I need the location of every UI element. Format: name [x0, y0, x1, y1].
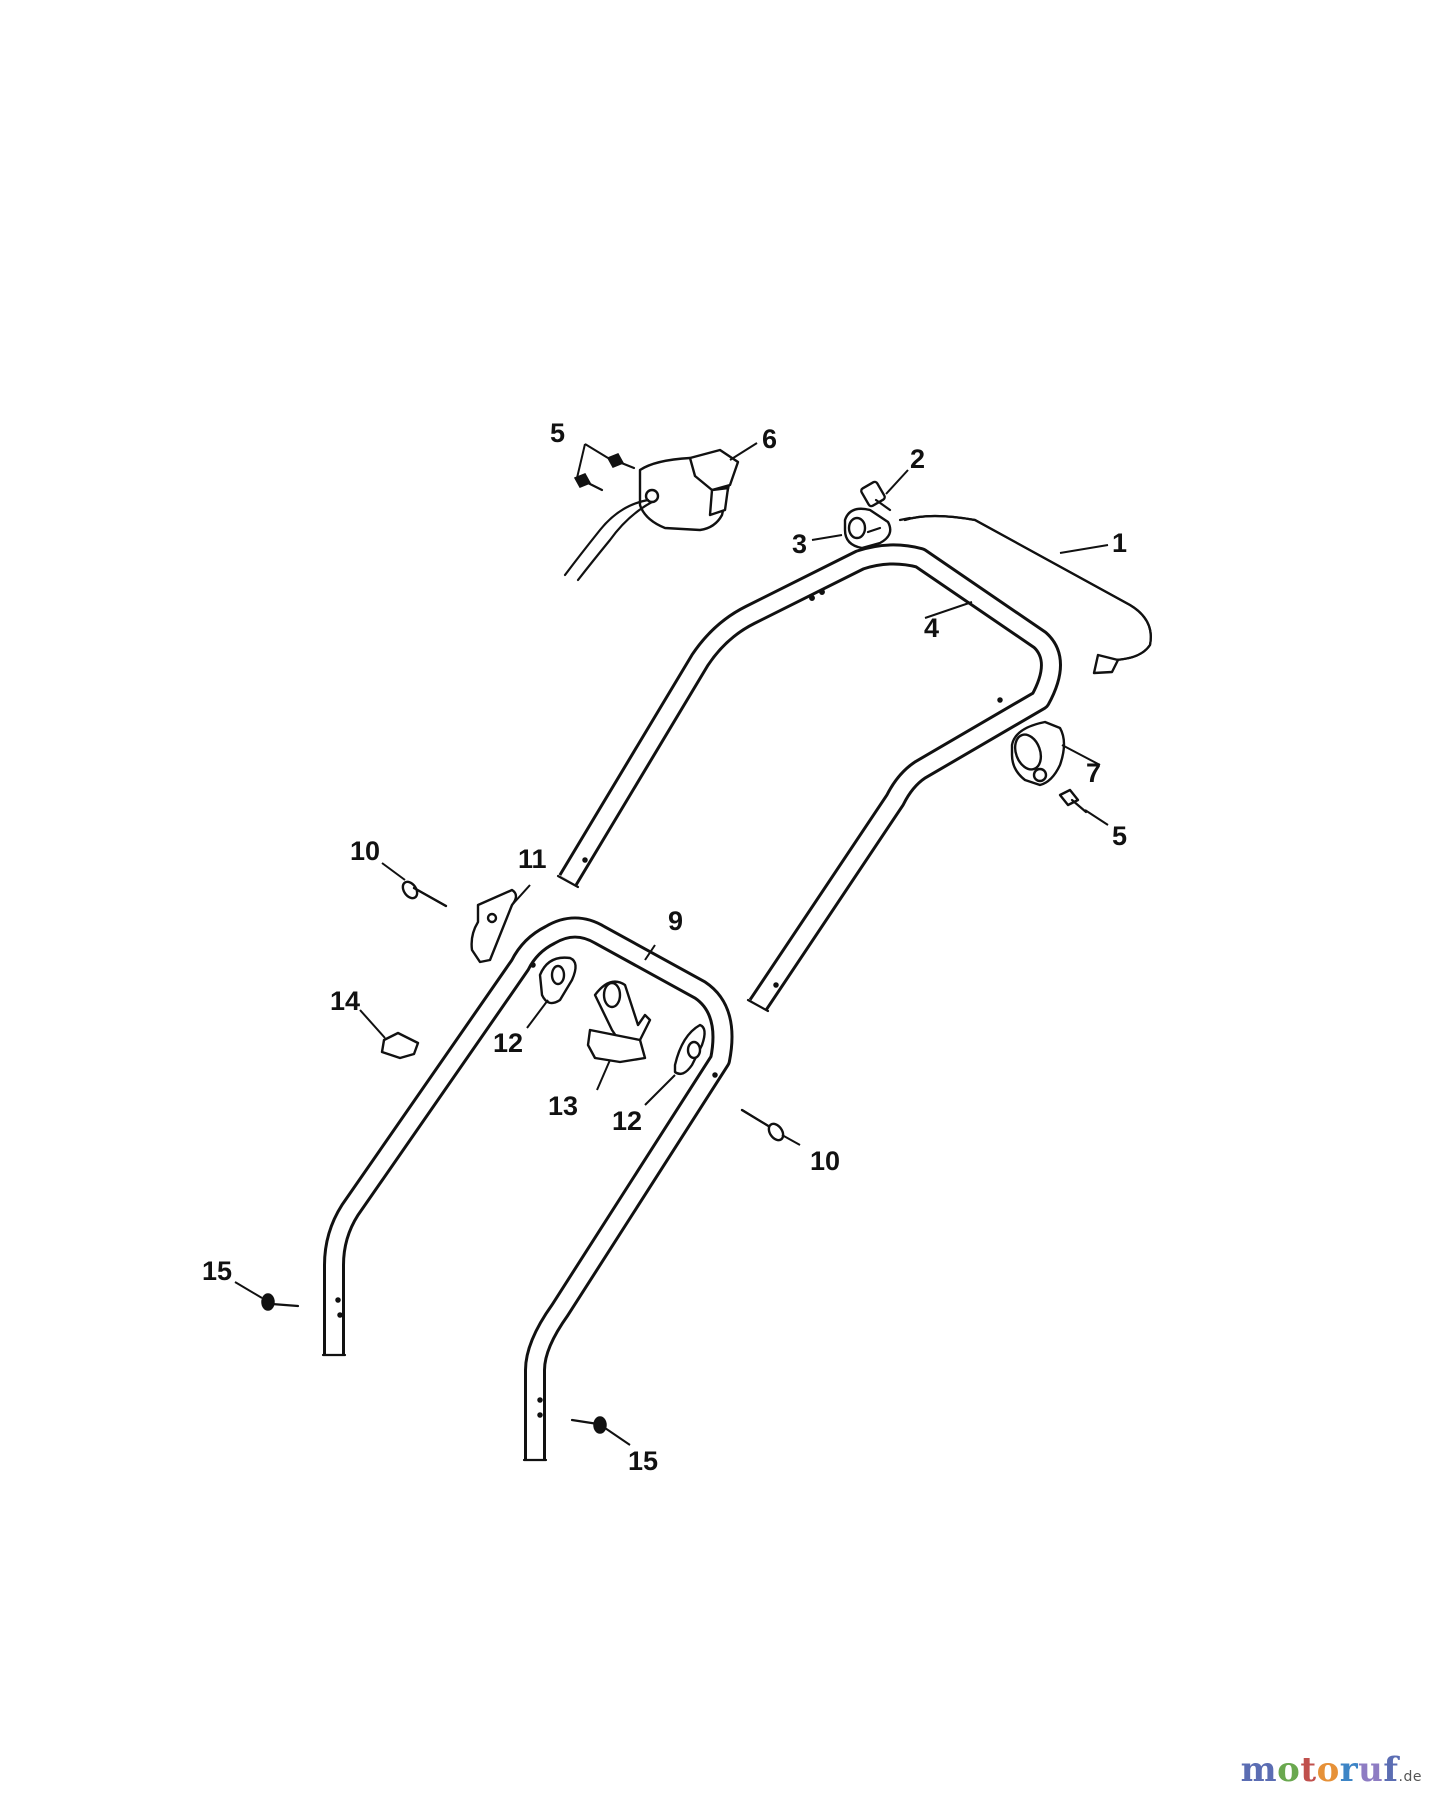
callout-9: 9	[668, 906, 683, 936]
bolt-10-left	[401, 880, 448, 908]
screw-15-left	[261, 1293, 300, 1311]
screws-5-top	[573, 453, 636, 492]
callout-14: 14	[330, 986, 360, 1016]
callout-13: 13	[548, 1091, 578, 1121]
leader-lines	[234, 442, 1109, 1446]
bolt-2	[860, 480, 892, 512]
cable-holder-13	[586, 980, 652, 1064]
callout-7: 7	[1086, 758, 1101, 788]
callout-4: 4	[924, 613, 939, 643]
screw-5-right	[1058, 788, 1088, 814]
callout-12-right: 12	[612, 1106, 642, 1136]
callout-6: 6	[762, 424, 777, 454]
callout-11: 11	[518, 844, 547, 874]
callout-5-top: 5	[550, 418, 565, 448]
bolt-10-right	[740, 1108, 785, 1142]
lower-handle-bar	[321, 916, 734, 1462]
clamp-7	[1010, 720, 1066, 787]
clip-14	[380, 1031, 420, 1060]
callout-10-right: 10	[810, 1146, 840, 1176]
callout-15-right: 15	[628, 1446, 658, 1476]
callout-labels: 1 2 3 4 5 5 6 7 9 10 10 11 12 12 13 14 1…	[202, 418, 1127, 1476]
callout-2: 2	[910, 444, 925, 474]
knob-12-right	[673, 1023, 706, 1076]
control-cable	[898, 514, 1152, 675]
watermark-logo: motoruf.de	[1240, 1750, 1422, 1790]
callout-10-left: 10	[350, 836, 380, 866]
screw-15-right	[570, 1416, 607, 1434]
knob-3	[843, 507, 892, 550]
callout-5-right: 5	[1112, 821, 1127, 851]
switch-box-6	[563, 448, 740, 582]
callout-15-left: 15	[202, 1256, 232, 1286]
callout-1: 1	[1112, 528, 1127, 558]
callout-3: 3	[792, 529, 807, 559]
knob-12-left	[538, 956, 577, 1005]
bracket-11	[470, 888, 518, 964]
upper-handle-bar	[556, 543, 1062, 1013]
callout-12-left: 12	[493, 1028, 523, 1058]
